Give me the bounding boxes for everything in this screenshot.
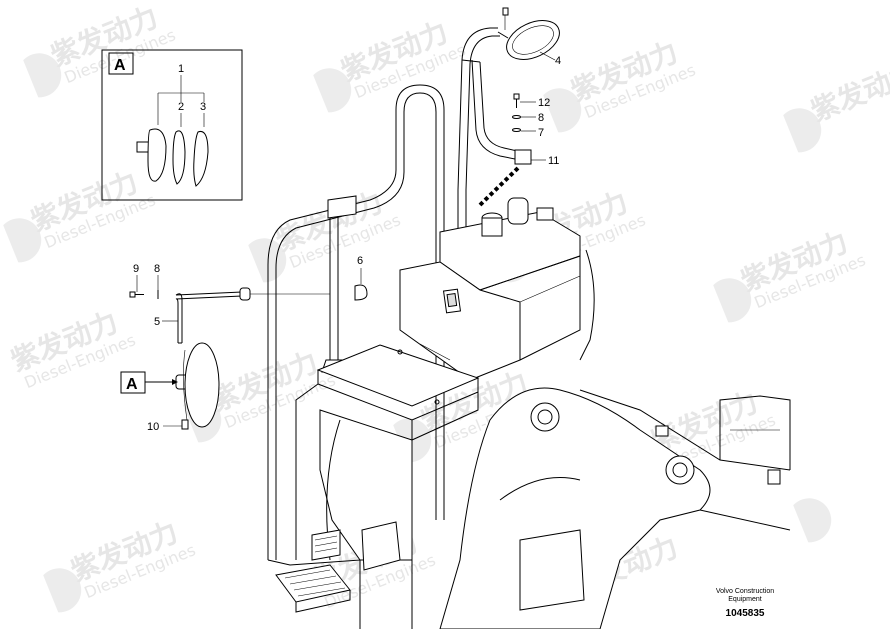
part-label-2: 2 bbox=[178, 101, 184, 113]
part-label-4: 4 bbox=[555, 55, 561, 67]
watermark-cn: 紫发动力 bbox=[806, 55, 890, 128]
part-label-8-left: 8 bbox=[154, 263, 160, 275]
cap-part-6: 6 bbox=[354, 255, 368, 301]
part-label-3: 3 bbox=[200, 101, 206, 113]
watermark: 紫发动力 Diesel-Engines bbox=[543, 35, 698, 133]
mirror-glass-cover-part bbox=[193, 130, 209, 187]
watermark: 紫发动力 Diesel-Engines bbox=[313, 15, 468, 113]
drawing-number: 1045835 bbox=[726, 608, 765, 619]
detail-box-a: A 1 2 3 bbox=[101, 49, 243, 201]
watermark: 紫发动力 bbox=[783, 55, 890, 153]
part-label-9: 9 bbox=[133, 263, 139, 275]
detail-box-label: A bbox=[114, 57, 126, 74]
watermark-logo-icon bbox=[313, 68, 352, 113]
step bbox=[275, 564, 351, 613]
watermark-logo-icon bbox=[248, 238, 287, 283]
part-label-1: 1 bbox=[178, 63, 184, 75]
watermark-logo-icon bbox=[23, 53, 62, 98]
footer-line-1: Volvo Construction bbox=[716, 588, 774, 595]
vent-grille bbox=[311, 529, 341, 561]
part-label-6: 6 bbox=[357, 255, 363, 267]
watermark: 紫发动力 Diesel-Engines bbox=[6, 305, 138, 392]
watermark: 紫发动力 Diesel-Engines bbox=[248, 185, 403, 283]
mirror-head-part bbox=[136, 128, 167, 182]
part-label-7: 7 bbox=[538, 127, 544, 139]
watermark-logo-icon bbox=[543, 88, 582, 133]
watermark-logo-icon bbox=[43, 568, 82, 613]
watermark: 紫发动力 Diesel-Engines bbox=[43, 515, 198, 613]
callout-a: A bbox=[126, 376, 138, 393]
part-label-11: 11 bbox=[548, 155, 559, 167]
boom-linkage bbox=[439, 249, 791, 629]
left-mirror-assembly: 9 8 5 A 10 bbox=[120, 263, 330, 433]
watermark-logo-icon bbox=[783, 108, 822, 153]
watermark-logo-icon bbox=[793, 498, 832, 543]
part-label-8-top: 8 bbox=[538, 112, 544, 124]
detail-box-label-frame bbox=[108, 52, 134, 75]
mirror-glass-part bbox=[172, 130, 186, 185]
machine-body bbox=[267, 197, 581, 629]
watermark-logo-icon bbox=[713, 278, 752, 323]
footer-credit: Volvo Construction Equipment 1045835 bbox=[716, 588, 774, 619]
footer-line-2: Equipment bbox=[728, 596, 762, 603]
watermark: 紫发动力 Diesel-Engines bbox=[713, 225, 868, 323]
watermark bbox=[793, 498, 832, 543]
part-label-10: 10 bbox=[147, 421, 159, 433]
part-label-12: 12 bbox=[538, 97, 550, 109]
watermark: 紫发动力 Diesel-Engines bbox=[3, 165, 158, 263]
part-label-5: 5 bbox=[154, 316, 160, 328]
watermark-logo-icon bbox=[3, 218, 42, 263]
